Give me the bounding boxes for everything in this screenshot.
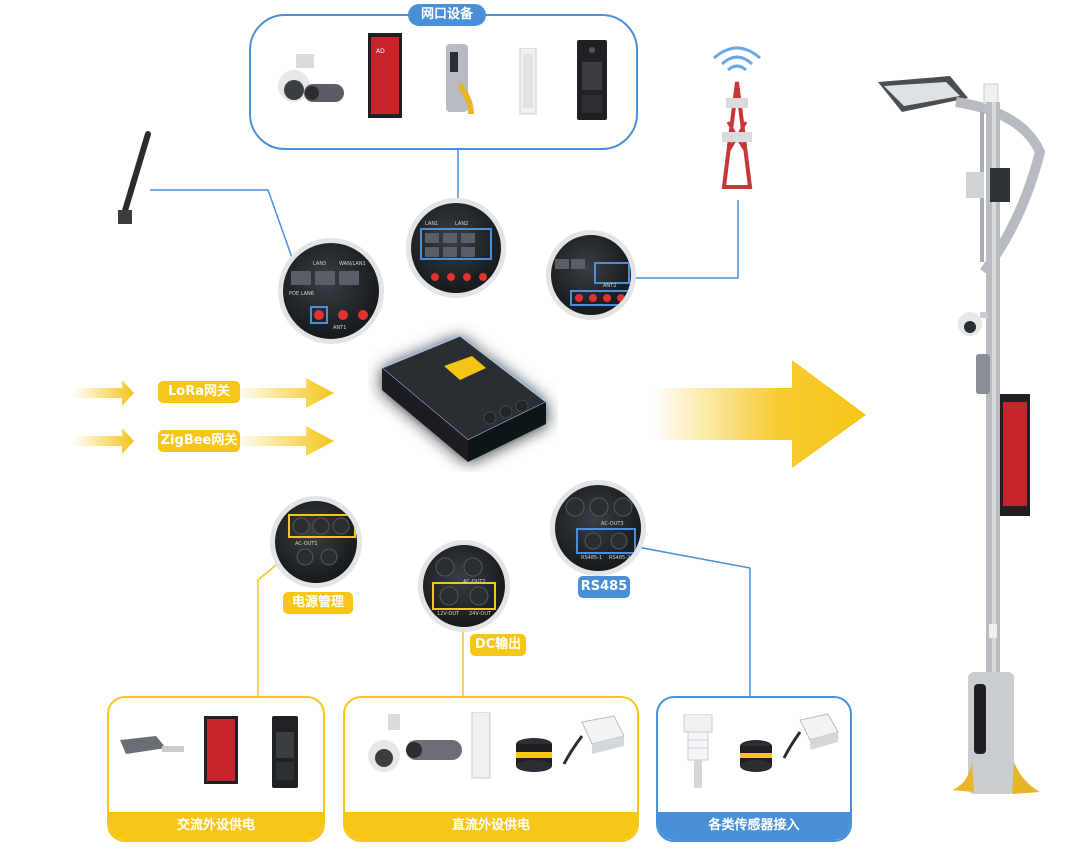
- antenna-icon: [118, 131, 151, 224]
- port-label-lan3: LAN3: [313, 261, 327, 267]
- port-label-ant1: ANT1: [333, 325, 347, 331]
- street-lamp-icon: [120, 736, 184, 754]
- port-label-rs485-2: RS485-2: [609, 555, 631, 561]
- sensor-access-label: 各类传感器接入: [658, 812, 850, 840]
- charging-pile-icon: [446, 44, 474, 114]
- lora-arrow: [72, 378, 334, 408]
- network-devices-box: [249, 14, 638, 150]
- rs485-label: RS485: [578, 576, 630, 598]
- port-label-rs485-1: RS485-1: [581, 555, 603, 561]
- speaker-column-icon: [519, 48, 537, 115]
- port-label-lan2: LAN2: [455, 221, 469, 227]
- main-output-arrow: [652, 360, 866, 468]
- weather-station-icon: [683, 714, 713, 788]
- controller-box-icon: [381, 335, 547, 462]
- ac-peripheral-label: 交流外设供电: [109, 812, 323, 840]
- smart-pole-icon: [878, 76, 1046, 794]
- intercom-panel-icon: [577, 40, 607, 120]
- zigbee-gateway-label: ZigBee网关: [158, 430, 240, 452]
- intercom-icon: [272, 716, 298, 788]
- port-label-ac-out2: AC-OUT2: [463, 579, 486, 585]
- port-label-wanlan1: WAN/LAN1: [339, 261, 366, 267]
- port-label-ac-out1: AC-OUT1: [295, 541, 318, 547]
- lan-ports-top-circle: LAN1 LAN2: [406, 198, 506, 298]
- signal-tower-icon: [713, 46, 761, 189]
- port-label-dc-out2: 24V-OUT: [469, 611, 492, 617]
- port-label-ant2: ANT2: [603, 283, 617, 289]
- dc-peripheral-label: 直流外设供电: [345, 812, 637, 840]
- port-label-lan1: LAN1: [425, 221, 439, 227]
- svg-text:AD: AD: [376, 48, 385, 55]
- network-devices-label: 网口设备: [408, 4, 486, 26]
- dc-output-label: DC输出: [470, 634, 526, 656]
- power-management-label: 电源管理: [283, 592, 353, 614]
- port-label-poe-lan6: POE LAN6: [289, 291, 314, 297]
- zigbee-arrow: [72, 426, 334, 456]
- inclination-sensor-icon: [782, 713, 839, 759]
- noise-sensor-icon: [740, 740, 772, 772]
- rs485-circle: AC-OUT3 RS485-1 RS485-2: [550, 480, 646, 576]
- ad-screen-icon: [204, 716, 238, 784]
- tilt-sensor-icon: [562, 715, 625, 765]
- port-label-ac-out3: AC-OUT3: [601, 521, 624, 527]
- lora-gateway-label: LoRa网关: [158, 381, 240, 403]
- dc-output-circle: AC-OUT2 12V-OUT 24V-OUT: [418, 540, 510, 632]
- port-label-dc-out1: 12V-OUT: [437, 611, 460, 617]
- power-management-circle: AC-OUT1: [270, 496, 362, 588]
- display-screen-icon: AD: [368, 33, 402, 118]
- lan-ports-circle: LAN3 WAN/LAN1 POE LAN6 ANT1: [278, 238, 384, 344]
- column-speaker-icon: [471, 712, 491, 779]
- ptz-camera-icon: [278, 54, 344, 102]
- dome-camera-icon: [368, 714, 462, 772]
- antenna-ports-circle: ANT2: [546, 230, 636, 320]
- sound-sensor-icon: [516, 738, 552, 772]
